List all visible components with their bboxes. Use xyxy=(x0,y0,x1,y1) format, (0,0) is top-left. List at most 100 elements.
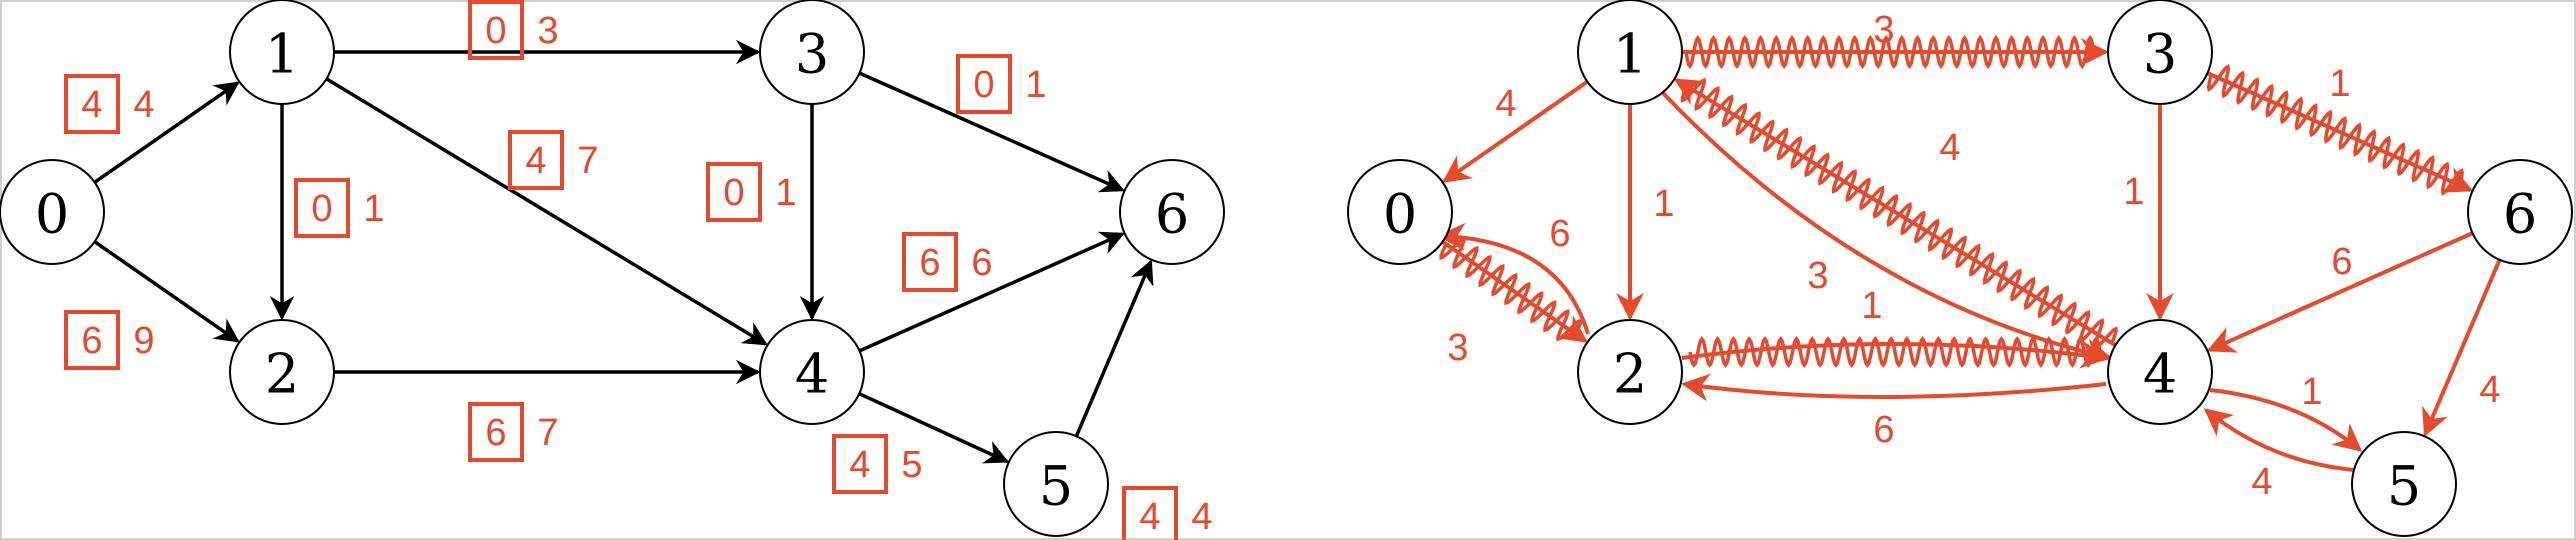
right-edge-4-2 xyxy=(1681,373,2107,402)
right-edge-1-4 xyxy=(1660,90,2113,366)
right-edge-4-5 xyxy=(2209,388,2363,452)
right-edge-label: 6 xyxy=(1873,409,1894,451)
left-edge-0-2 xyxy=(93,240,240,343)
right-edge-label: 3 xyxy=(1447,327,1468,369)
right-edge-label: 4 xyxy=(2479,369,2500,411)
right-edge-label: 6 xyxy=(1549,213,1570,255)
left-edge-capacity: 6 xyxy=(971,242,992,284)
left-node-3 xyxy=(759,0,865,105)
left-edge-flow-box xyxy=(1122,486,1178,540)
left-edge-flow-value: 4 xyxy=(1139,496,1160,538)
left-edge-flow-box xyxy=(64,310,120,370)
left-edge-flow-box xyxy=(902,232,958,292)
left-edge-3-6 xyxy=(858,71,1125,193)
left-node-label: 1 xyxy=(265,23,299,86)
right-edge-label: 4 xyxy=(1939,127,1960,169)
right-edge-label: 1 xyxy=(1861,285,1882,327)
right-edge-label: 4 xyxy=(2251,461,2272,503)
right-node-label: 1 xyxy=(1613,23,1647,86)
left-node-label: 4 xyxy=(795,343,829,406)
right-edge-2-0 xyxy=(1437,222,1590,335)
right-node-6 xyxy=(2467,159,2573,265)
left-node-label: 0 xyxy=(35,183,69,246)
right-node-label: 4 xyxy=(2143,343,2177,406)
left-edge-flow-value: 6 xyxy=(919,242,940,284)
right-augmenting-path-1-3 xyxy=(1684,34,2096,70)
left-edge-flow-box xyxy=(64,74,120,134)
left-edge-flow-value: 6 xyxy=(485,412,506,454)
right-edge-6-4 xyxy=(2206,231,2474,353)
right-augmenting-path-3-6 xyxy=(2206,64,2464,196)
right-node-2 xyxy=(1577,319,1683,425)
right-edge-3-6 xyxy=(2206,71,2474,193)
left-edge-capacity: 1 xyxy=(775,172,796,214)
left-node-label: 6 xyxy=(1155,183,1189,246)
right-node-label: 6 xyxy=(2503,183,2537,246)
right-edge-label: 4 xyxy=(1495,83,1516,125)
left-edge-4-5 xyxy=(858,392,1010,464)
left-edge-1-4 xyxy=(325,77,768,346)
left-edge-flow-value: 0 xyxy=(311,188,332,230)
left-edge-capacity: 7 xyxy=(577,140,598,182)
left-edge-flow-box xyxy=(468,402,524,462)
right-node-3 xyxy=(2107,0,2213,105)
left-edge-flow-box xyxy=(468,0,524,60)
left-node-2 xyxy=(229,319,335,425)
left-edge-0-1 xyxy=(93,81,240,184)
right-edge-label: 6 xyxy=(2331,241,2352,283)
right-node-label: 3 xyxy=(2143,23,2177,86)
left-edge-flow-value: 6 xyxy=(81,320,102,362)
right-edge-label: 1 xyxy=(2301,371,2322,413)
left-edge-flow-box xyxy=(508,130,564,190)
right-node-0 xyxy=(1347,159,1453,265)
left-edge-flow-box xyxy=(956,54,1012,114)
left-edge-capacity: 5 xyxy=(901,444,922,486)
right-node-label: 5 xyxy=(2387,455,2421,518)
left-node-6 xyxy=(1119,159,1225,265)
left-edge-flow-box xyxy=(706,162,762,222)
left-edge-capacity: 7 xyxy=(537,412,558,454)
left-edge-capacity: 1 xyxy=(1025,64,1046,106)
right-edge-6-5 xyxy=(2422,259,2502,437)
right-node-label: 0 xyxy=(1383,183,1417,246)
right-node-1 xyxy=(1577,0,1683,105)
left-node-5 xyxy=(1003,431,1109,537)
right-node-label: 2 xyxy=(1613,343,1647,406)
right-augmenting-path-0-2 xyxy=(1439,236,1583,342)
left-edge-flow-value: 0 xyxy=(973,64,994,106)
right-edge-label: 1 xyxy=(2329,63,2350,105)
left-node-label: 5 xyxy=(1039,455,1073,518)
left-node-label: 2 xyxy=(265,343,299,406)
left-edge-capacity: 4 xyxy=(1191,496,1212,538)
left-edge-flow-value: 4 xyxy=(525,140,546,182)
right-node-5 xyxy=(2351,431,2457,537)
left-edge-capacity: 1 xyxy=(363,188,384,230)
right-edge-1-0 xyxy=(1442,80,1589,183)
right-edge-label: 1 xyxy=(1653,183,1674,225)
left-edge-4-6 xyxy=(858,231,1125,353)
left-node-1 xyxy=(229,0,335,105)
left-edge-capacity: 4 xyxy=(133,84,154,126)
right-edge-label: 1 xyxy=(2123,171,2144,213)
left-node-label: 3 xyxy=(795,23,829,86)
left-node-0 xyxy=(0,159,105,265)
left-edge-capacity: 3 xyxy=(537,10,558,52)
right-node-4 xyxy=(2107,319,2213,425)
left-edge-flow-box xyxy=(832,434,888,494)
left-edge-flow-box xyxy=(294,178,350,238)
right-edge-5-4 xyxy=(2203,408,2355,472)
right-augmenting-path-4-1 xyxy=(1680,77,2118,352)
left-node-4 xyxy=(759,319,865,425)
left-edge-flow-value: 4 xyxy=(81,84,102,126)
left-edge-flow-value: 0 xyxy=(723,172,744,214)
left-edge-flow-value: 0 xyxy=(485,10,506,52)
left-edge-capacity: 9 xyxy=(133,320,154,362)
right-augmenting-path-2-4 xyxy=(1688,336,2102,368)
left-edge-5-6 xyxy=(1074,259,1154,437)
right-edge-label: 3 xyxy=(1807,255,1828,297)
